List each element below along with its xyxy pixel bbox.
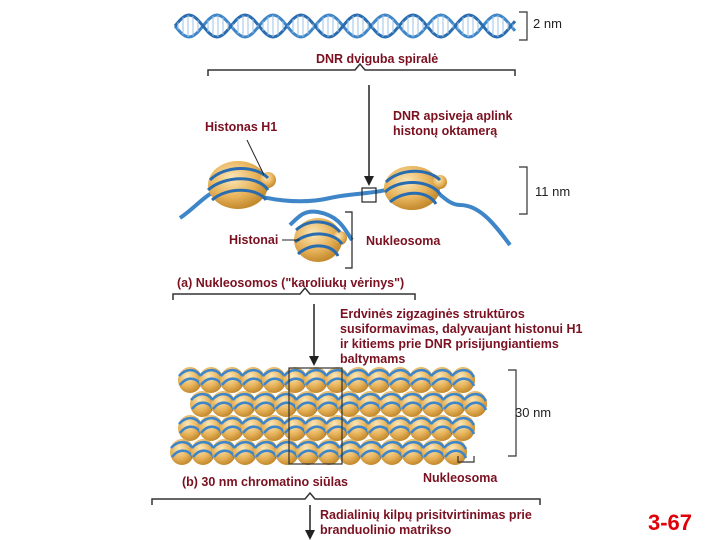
chromatin-fiber-30nm bbox=[170, 367, 487, 465]
slide-number: 3-67 bbox=[648, 510, 692, 536]
nucleosome-b-label: Nukleosoma bbox=[423, 471, 497, 486]
zigzag-text-1: Erdvinės zigzaginės struktūros bbox=[340, 307, 525, 322]
zigzag-text-2: susiformavimas, dalyvaujant histonui H1 bbox=[340, 322, 582, 337]
zigzag-text-4: baltymams bbox=[340, 352, 405, 367]
histones-label: Histonai bbox=[229, 233, 278, 248]
panel-b-caption: (b) 30 nm chromatino siūlas bbox=[182, 475, 348, 490]
nucleosome-a-label: Nukleosoma bbox=[366, 234, 440, 249]
nucleosome-right bbox=[384, 166, 447, 210]
nucleosome-left bbox=[208, 161, 276, 209]
zigzag-text-3: ir kitiems prie DNR prisijungiantiems bbox=[340, 337, 559, 352]
histone-h1-label: Histonas H1 bbox=[205, 120, 277, 135]
dna-double-helix-label: DNR dviguba spiralė bbox=[316, 52, 438, 67]
nucleosome-scale-label: 11 nm bbox=[535, 184, 570, 199]
panel-a-caption: (a) Nukleosomos ("karoliukų vėrinys") bbox=[177, 276, 404, 291]
nucleosome-scale-bracket bbox=[519, 167, 527, 214]
dna-double-helix bbox=[175, 15, 515, 37]
dna-wraps-label-1: DNR apsiveja aplink bbox=[393, 109, 513, 124]
dna-scale-label: 2 nm bbox=[533, 16, 562, 31]
fiber-scale-label: 30 nm bbox=[515, 405, 551, 420]
panel-b-brace bbox=[152, 493, 540, 505]
radial-loops-text-1: Radialinių kilpų prisitvirtinimas prie bbox=[320, 508, 532, 523]
dna-wraps-label-2: histonų oktamerą bbox=[393, 124, 497, 139]
dna-scale-bracket bbox=[519, 12, 527, 40]
radial-loops-text-2: branduolinio matrikso bbox=[320, 523, 451, 538]
